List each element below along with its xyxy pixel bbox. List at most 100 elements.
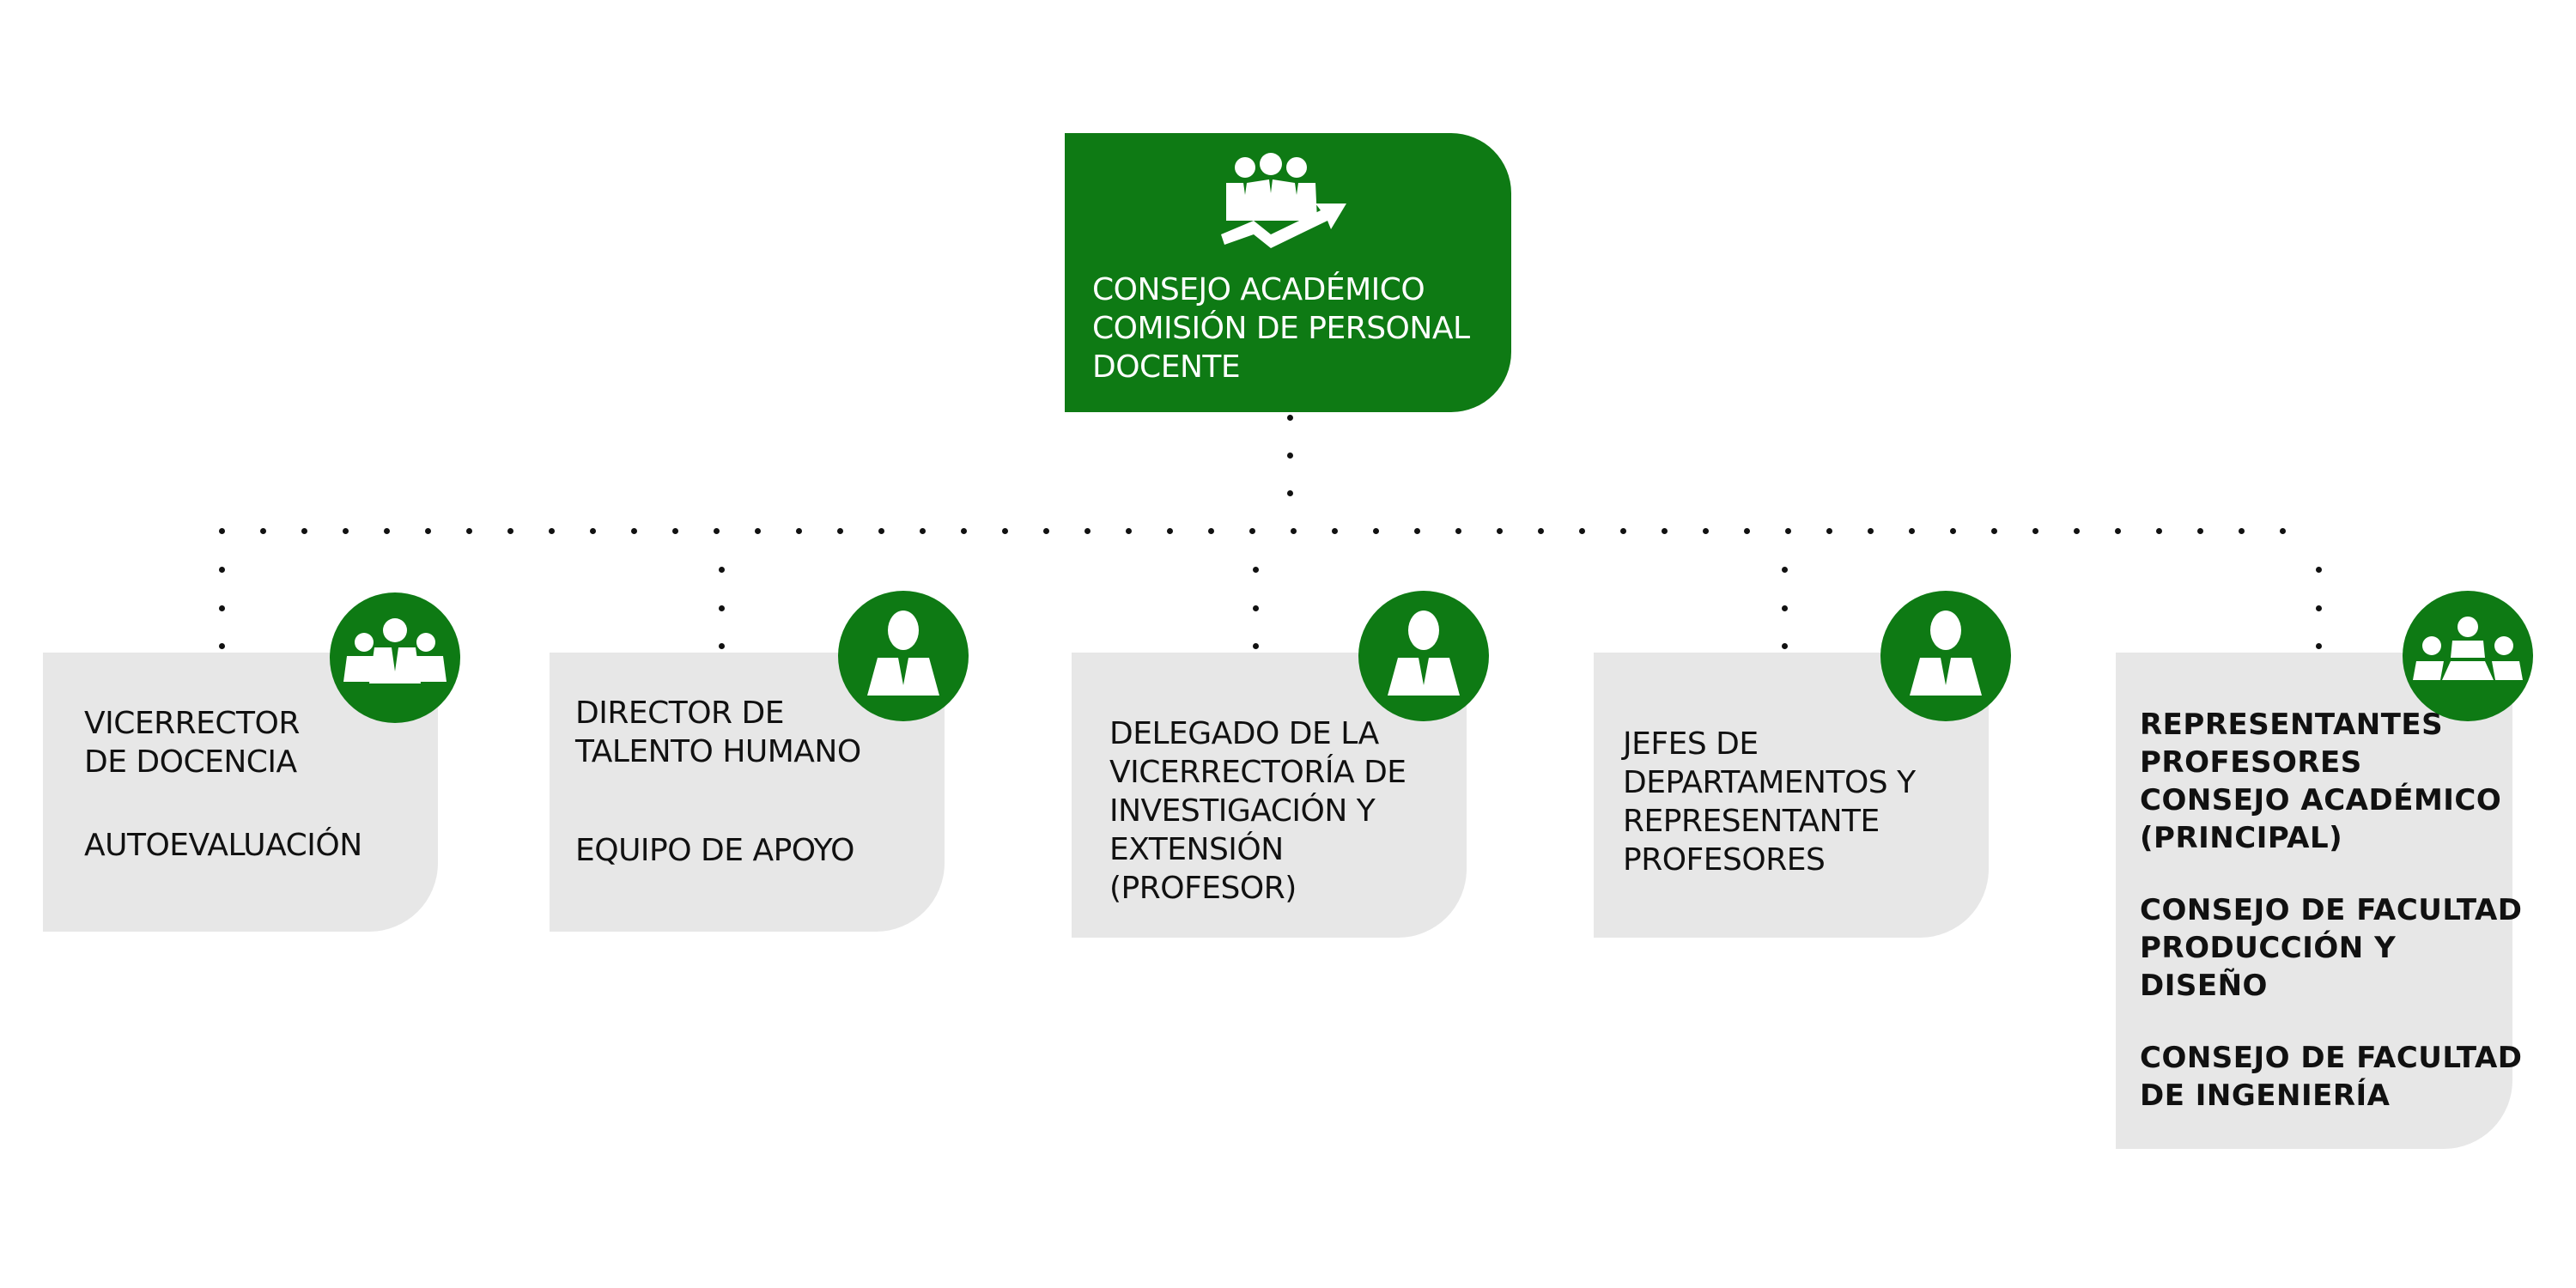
connector-dot [1703,528,1709,534]
connector-dot [1253,567,1259,573]
connector-dot [1782,567,1788,573]
connector-dot [2239,528,2245,534]
node-representantes: REPRESENTANTES PROFESORES CONSEJO ACADÉM… [2116,653,2522,1149]
person-icon [1880,591,2011,721]
connector-dot [384,528,390,534]
connector-dot [2316,605,2322,611]
connector-dot [2156,528,2162,534]
connector-dot [719,643,725,649]
connector-dot [719,567,725,573]
connector-dot [2316,643,2322,649]
connector-dot [1043,528,1049,534]
root-title-line: CONSEJO ACADÉMICO [1092,272,1425,307]
node-text: TALENTO HUMANO [575,734,861,769]
connector-dot [796,528,802,534]
connector-dot [1249,528,1255,534]
connector-dot [219,567,225,573]
connector-dot [1785,528,1791,534]
connector-dot [425,528,431,534]
connector-dot [1950,528,1956,534]
connector-dot [1287,490,1293,496]
node-text: JEFES DE [1623,726,1759,762]
connector-dot [549,528,555,534]
connector-dot [343,528,349,534]
connector-dot [1084,528,1091,534]
node-text: EXTENSIÓN [1109,832,1284,867]
connector-dot [1414,528,1420,534]
connector-dot [878,528,884,534]
root-title: CONSEJO ACADÉMICO COMISIÓN DE PERSONAL D… [1092,270,1470,386]
node-text: DISEÑO [2140,969,2268,1003]
person-icon [838,591,969,721]
connector-dot [1826,528,1832,534]
node-text: DIRECTOR DE [575,696,784,731]
connector-dot [219,605,225,611]
connector-dot [631,528,637,534]
connector-dot [755,528,761,534]
connector-dot [1782,643,1788,649]
connector-dot [590,528,596,534]
connector-dot [1538,528,1544,534]
connector-dot [507,528,513,534]
connector-dot [466,528,472,534]
root-title-line: DOCENTE [1092,349,1241,385]
connector-dot [260,528,266,534]
node-text: EQUIPO DE APOYO [575,833,855,868]
connector-dot [961,528,967,534]
node-text: CONSEJO DE FACULTAD [2140,1041,2523,1075]
connector-dot [1253,605,1259,611]
root-node: CONSEJO ACADÉMICO COMISIÓN DE PERSONAL D… [1065,133,1511,412]
connector-dot [2197,528,2203,534]
connector-dot [714,528,720,534]
node-text: AUTOEVALUACIÓN [84,828,362,863]
node-text: REPRESENTANTES [2140,708,2444,742]
connector-dot [219,528,225,534]
connector-dot [1868,528,1874,534]
person-icon [1358,591,1489,721]
connector-dot [1291,528,1297,534]
connector-dot [1126,528,1132,534]
connector-dot [1455,528,1461,534]
connector-dot [1373,528,1379,534]
connector-dot [2115,528,2121,534]
node-text: CONSEJO DE FACULTAD [2140,893,2523,927]
connector-dot [1991,528,1997,534]
node-text: DEPARTAMENTOS Y [1623,765,1916,800]
node-text: VICERRECTORÍA DE [1109,755,1406,790]
node-text: (PRINCIPAL) [2140,821,2343,855]
connector-dot [1253,643,1259,649]
node-text: DELEGADO DE LA [1109,716,1379,751]
connector-dot [2280,528,2286,534]
connector-dot [1744,528,1750,534]
connector-dot [1782,605,1788,611]
connector-dot [1497,528,1503,534]
connector-dot [1579,528,1585,534]
node-text: CONSEJO ACADÉMICO [2140,783,2502,817]
root-title-line: COMISIÓN DE PERSONAL [1092,311,1470,346]
connector-dot [672,528,678,534]
connector-dot [2032,528,2038,534]
connector-dot [1167,528,1173,534]
connector-dot [301,528,307,534]
meeting-icon [2403,591,2533,721]
node-text: PRODUCCIÓN Y [2140,931,2397,965]
connector-dot [920,528,926,534]
node-text: REPRESENTANTE [1623,804,1880,839]
connector-dot [1002,528,1008,534]
connector-dot [1332,528,1338,534]
connector-dot [1287,415,1293,421]
connector-dot [1620,528,1626,534]
node-text: (PROFESOR) [1109,871,1297,906]
connector-dot [2074,528,2080,534]
connector-dot [1662,528,1668,534]
team-growth-icon [1221,153,1346,248]
connector-dot [1287,453,1293,459]
node-text: DE DOCENCIA [84,744,297,780]
connector-dot [837,528,843,534]
connector-dot [1909,528,1915,534]
node-text: PROFESORES [2140,745,2362,780]
connector-dot [219,643,225,649]
connector-dot [1208,528,1214,534]
connector-dot [2316,567,2322,573]
node-text: PROFESORES [1623,842,1826,878]
